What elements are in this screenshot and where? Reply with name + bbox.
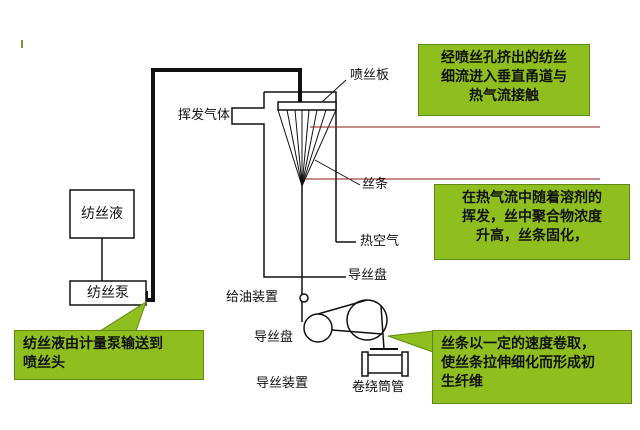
pump-box — [69, 280, 147, 306]
callout-top-line-2: 细流进入垂直甬道与 — [441, 69, 567, 85]
callout-tail-bottom-left — [98, 300, 147, 332]
callout-pointers — [306, 126, 600, 180]
callout-winding: 丝条以一定的速度卷取， 使丝条拉伸细化而形成初 生纤维 — [432, 330, 632, 404]
guide-disk-bottom-label: 导丝盘 — [254, 330, 294, 345]
feed-pipe — [144, 68, 302, 302]
spinneret-leader — [321, 79, 347, 103]
filament-wrap-bottom — [331, 329, 383, 335]
filament-to-winder — [380, 305, 385, 350]
callout-solvent-evaporation: 在热气流中随着溶剂的 挥发，丝中聚合物浓度 升高，丝条固化， — [434, 184, 630, 260]
spinning-column-right-wall — [264, 91, 337, 242]
winding-tube-label: 卷绕筒管 — [352, 380, 405, 395]
callout-bottom-right-line-3: 生纤维 — [441, 374, 483, 390]
callout-middle-line-1: 在热气流中随着溶剂的 — [462, 190, 602, 206]
hot-air-label: 热空气 — [360, 234, 400, 249]
callout-top-line-3: 热气流接触 — [469, 88, 539, 104]
spinning-column-left-wall — [231, 92, 336, 278]
guide-disk-top-label: 导丝盘 — [348, 268, 388, 283]
spinneret-plate — [277, 101, 337, 111]
winding-tube-flange-right — [401, 351, 409, 377]
callout-top-line-1: 经喷丝孔挤出的纺丝 — [441, 50, 567, 66]
oiling-device-label: 给油装置 — [226, 290, 279, 305]
oiling-device — [299, 293, 309, 303]
callout-bottom-left-line-1: 纺丝液由计量泵输送到 — [23, 336, 163, 352]
filament-leader — [314, 159, 361, 186]
callout-bottom-left-line-2: 喷丝头 — [23, 355, 65, 371]
winding-tube — [365, 354, 405, 374]
pump-label: 纺丝泵 — [87, 285, 129, 301]
filament-cone — [277, 109, 337, 187]
volatile-gas-label: 挥发气体 — [178, 108, 231, 123]
spinneret-label: 喷丝板 — [350, 68, 390, 83]
guide-disk-small — [303, 313, 333, 343]
winding-tube-flange-left — [361, 351, 369, 377]
callout-middle-line-3: 升高，丝条固化， — [476, 228, 588, 244]
callout-middle-line-2: 挥发，丝中聚合物浓度 — [462, 209, 602, 225]
callout-bottom-right-line-2: 使丝条拉伸细化而形成初 — [441, 355, 595, 371]
solution-tank — [69, 189, 135, 239]
filament-label: 丝条 — [362, 177, 389, 192]
callout-metering-pump: 纺丝液由计量泵输送到 喷丝头 — [14, 330, 204, 380]
solution-tank-label: 纺丝液 — [81, 206, 123, 222]
callout-bottom-right-line-1: 丝条以一定的速度卷取， — [441, 336, 595, 352]
filament-wrap-top — [317, 299, 368, 315]
callout-spinneret-extrusion: 经喷丝孔挤出的纺丝 细流进入垂直甬道与 热气流接触 — [418, 44, 590, 116]
guide-device-label: 导丝装置 — [256, 376, 309, 391]
